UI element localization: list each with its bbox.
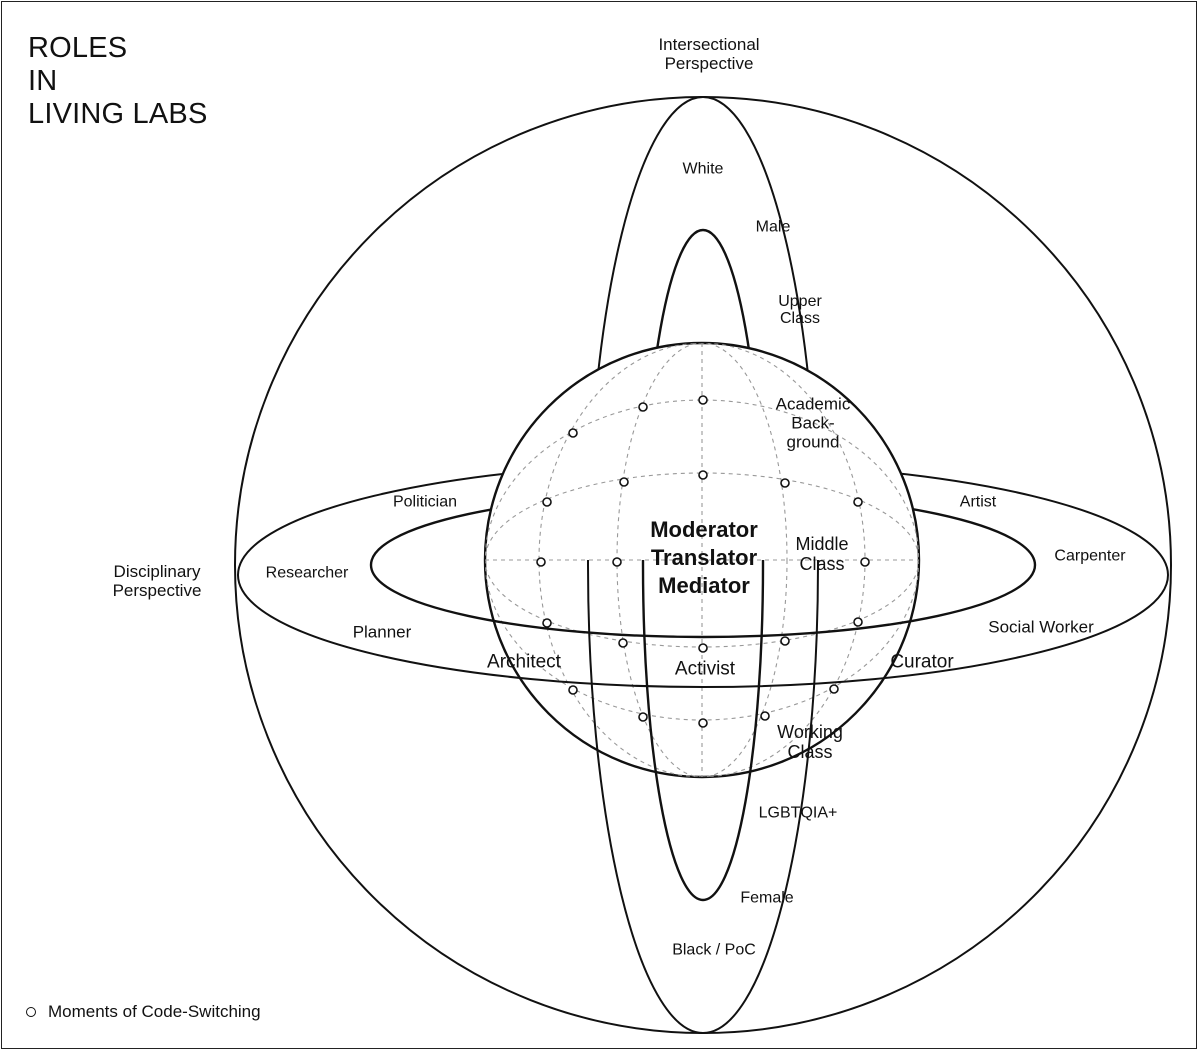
code-switch-marker xyxy=(780,636,790,646)
center-roles-label: Moderator Translator Mediator xyxy=(650,517,758,598)
label-middle-class: Middle Class xyxy=(795,534,849,574)
code-switch-marker xyxy=(638,712,648,722)
legend: Moments of Code-Switching xyxy=(26,1002,261,1022)
intersectional-perspective-label: Intersectional Perspective xyxy=(658,35,760,73)
code-switch-marker xyxy=(542,618,552,628)
diagram-title: ROLES IN LIVING LABS xyxy=(28,32,208,130)
label-architect: Architect xyxy=(487,651,561,673)
code-switch-marker xyxy=(698,643,708,653)
label-carpenter: Carpenter xyxy=(1054,547,1126,565)
vertical-ring-front xyxy=(587,560,819,1034)
code-switch-marker xyxy=(860,557,870,567)
label-academic-background: Academic Back- ground xyxy=(775,394,851,452)
code-switch-marker xyxy=(698,718,708,728)
code-switch-marker xyxy=(568,685,578,695)
label-white: White xyxy=(682,160,724,178)
disciplinary-perspective-label: Disciplinary Perspective xyxy=(112,562,202,600)
code-switch-marker xyxy=(612,557,622,567)
code-switch-marker xyxy=(542,497,552,507)
label-working-class: Working Class xyxy=(777,722,843,762)
vertical-ring-back xyxy=(587,96,819,560)
code-switch-marker xyxy=(829,684,839,694)
label-planner: Planner xyxy=(352,622,412,642)
code-switch-marker xyxy=(853,617,863,627)
code-switch-marker xyxy=(853,497,863,507)
hollow-circle-icon xyxy=(26,1007,36,1017)
code-switch-marker xyxy=(536,557,546,567)
code-switch-marker xyxy=(638,402,648,412)
code-switch-marker xyxy=(619,477,629,487)
code-switch-marker xyxy=(780,478,790,488)
code-switching-markers xyxy=(536,395,870,728)
label-artist: Artist xyxy=(959,493,997,511)
label-activist: Activist xyxy=(674,658,736,680)
code-switch-marker xyxy=(568,428,578,438)
label-female: Female xyxy=(740,889,794,907)
code-switch-marker xyxy=(698,470,708,480)
label-politician: Politician xyxy=(392,493,458,511)
label-curator: Curator xyxy=(890,651,954,673)
code-switch-marker xyxy=(698,395,708,405)
label-black-poc: Black / PoC xyxy=(672,941,756,959)
label-male: Male xyxy=(755,218,791,236)
label-lgbtqia: LGBTQIA+ xyxy=(758,804,838,822)
code-switch-marker xyxy=(618,638,628,648)
label-social-worker: Social Worker xyxy=(988,617,1094,637)
code-switch-marker xyxy=(760,711,770,721)
label-researcher: Researcher xyxy=(265,564,349,582)
legend-label: Moments of Code-Switching xyxy=(48,1002,261,1021)
horizontal-ring-front xyxy=(237,560,1169,688)
label-upper-class: Upper Class xyxy=(778,293,822,327)
